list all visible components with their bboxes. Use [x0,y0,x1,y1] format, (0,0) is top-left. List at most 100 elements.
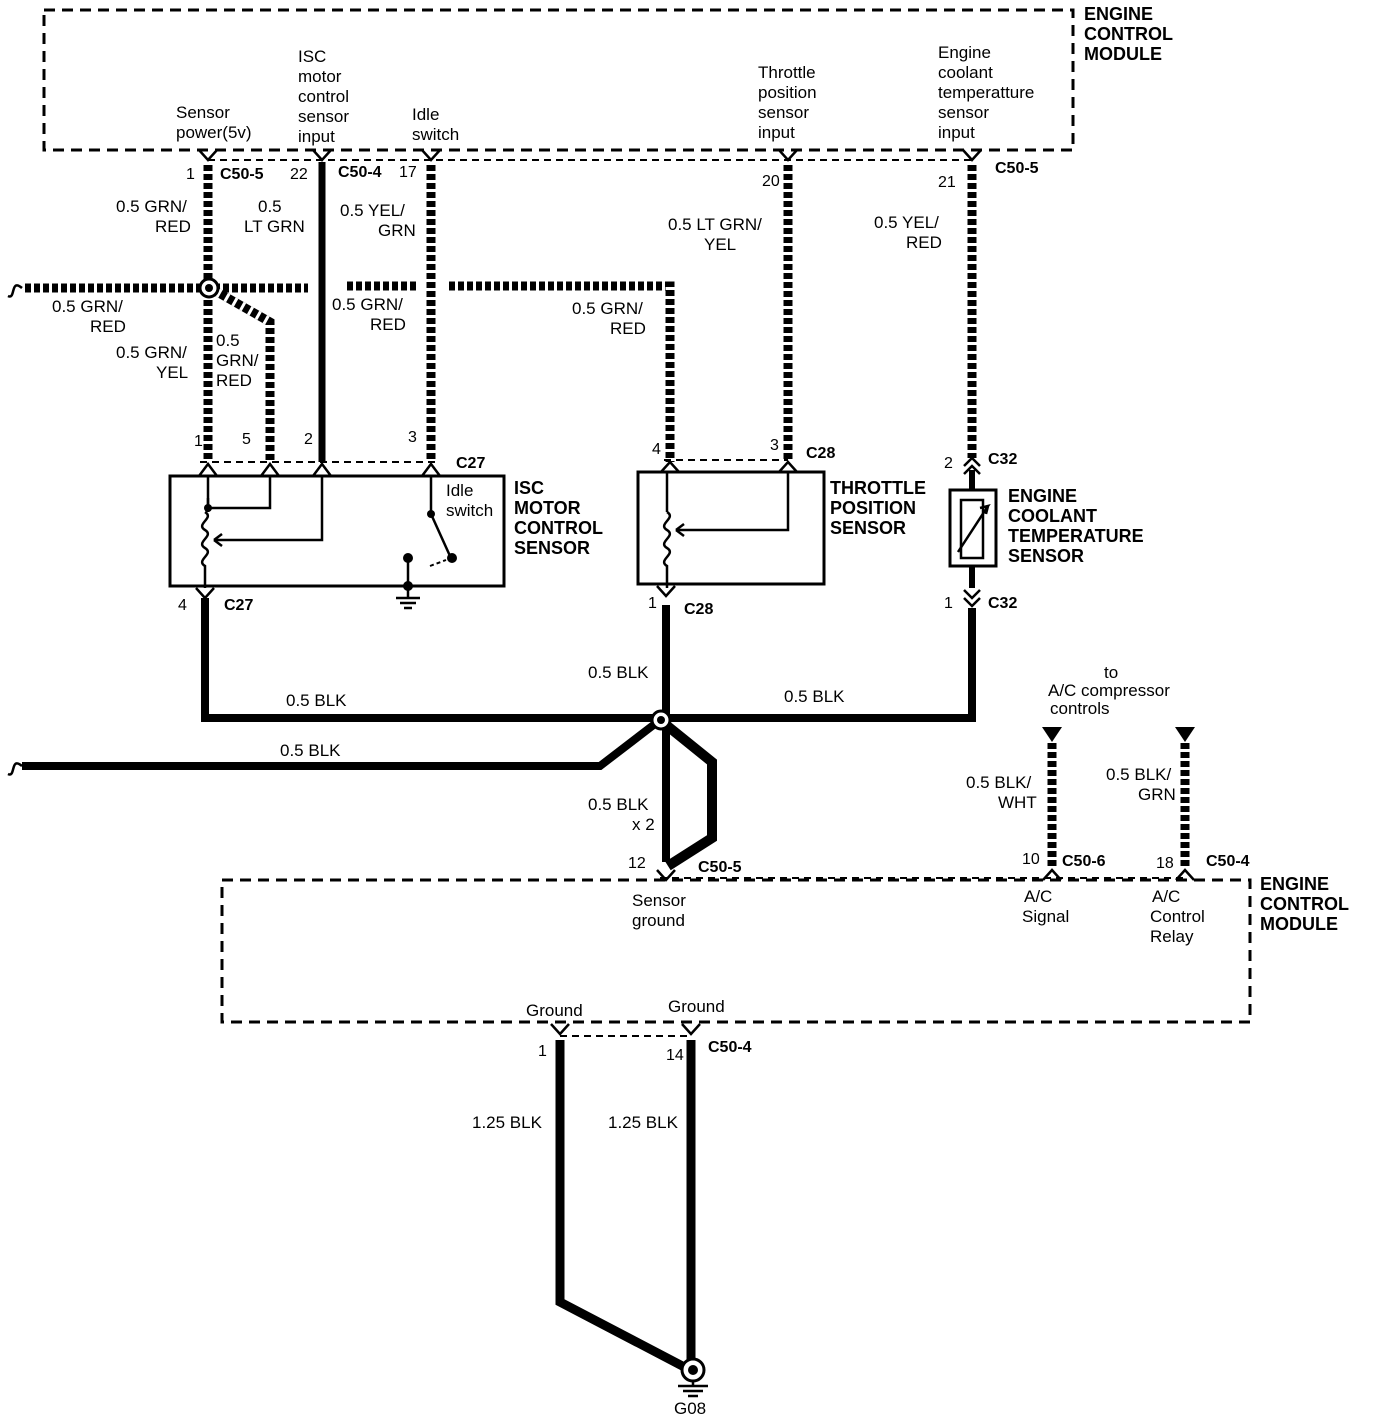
pin-number: 4 [178,597,187,614]
wire-label: 0.5 LT GRN/ [668,215,762,234]
pin-label: control [298,87,349,106]
wire-label: RED [155,217,191,236]
pin-number: 10 [1022,851,1040,868]
ecm-top-title-2: CONTROL [1084,24,1173,44]
ac-note: A/C compressor [1048,681,1170,700]
ground-label: G08 [674,1399,706,1418]
isc-sensor-body [168,474,506,588]
connector-id: C50-5 [995,160,1039,177]
pin-label: Engine [938,43,991,62]
wire-label: YEL [704,235,736,254]
tps-name: POSITION [830,498,916,518]
ecm-bottom: ENGINE CONTROL MODULE 12 C50-5 Sensor gr… [220,851,1349,1064]
connector-id: C50-6 [1062,853,1106,870]
wire-label: 0.5 YEL/ [874,213,939,232]
wire-label: 0.5 GRN/ [116,197,187,216]
wire-label: 0.5 [216,331,240,350]
ac-note: controls [1050,699,1110,718]
pin-label: power(5v) [176,123,252,142]
tps-name: SENSOR [830,518,906,538]
ecm-top: ENGINE CONTROL MODULE Sensor power(5v) I… [42,4,1173,191]
wire-label: 0.5 [258,197,282,216]
wire-label: 0.5 BLK [588,663,649,682]
pin-label: ground [632,911,685,930]
pin-label: position [758,83,817,102]
connector-id: C32 [988,451,1017,468]
pin-number: 1 [648,595,657,612]
pin-label: input [758,123,795,142]
pin-label: temperatture [938,83,1034,102]
ect-name: TEMPERATURE [1008,526,1144,546]
wire-label: 0.5 BLK [286,691,347,710]
wire-label: RED [370,315,406,334]
isc-name: SENSOR [514,538,590,558]
pin-label: switch [412,125,459,144]
wire-label: 1.25 BLK [608,1113,679,1132]
switch-label: switch [446,501,493,520]
pin-label: Signal [1022,907,1069,926]
connector-id: C28 [806,445,835,462]
wire-label: 0.5 BLK/ [966,773,1031,792]
wire-label: 0.5 GRN/ [116,343,187,362]
connector-id: C50-5 [698,859,742,876]
pin-label: motor [298,67,342,86]
wire-label: WHT [998,793,1037,812]
wire-label: 0.5 BLK/ [1106,765,1171,784]
pin-number: 20 [762,173,780,190]
pin-number: 2 [944,455,953,472]
wire-label: RED [216,371,252,390]
wire-label: GRN/ [216,351,259,370]
ect-name: ENGINE [1008,486,1077,506]
pin-label: coolant [938,63,993,82]
wire-label: 0.5 GRN/ [572,299,643,318]
ecm-bottom-title-2: CONTROL [1260,894,1349,914]
wire-label: YEL [156,363,188,382]
connector-id: C50-4 [708,1039,752,1056]
wire-label: LT GRN [244,217,305,236]
connector-id: C50-4 [338,164,382,181]
pin-label: sensor [938,103,989,122]
pin-number: 1 [186,166,195,183]
connector-id: C32 [988,595,1017,612]
ect-name: SENSOR [1008,546,1084,566]
pin-label: input [938,123,975,142]
pin-number: 2 [304,431,313,448]
connector-id: C27 [456,455,485,472]
wire-label: x 2 [632,815,655,834]
pin-label: Control [1150,907,1205,926]
wires [7,162,1195,1374]
wire-label: 0.5 BLK [280,741,341,760]
pin-label: A/C [1152,887,1180,906]
pin-number: 5 [242,431,251,448]
pin-number: 18 [1156,855,1174,872]
pin-label: Throttle [758,63,816,82]
ect-name: COOLANT [1008,506,1097,526]
connector-id: C50-5 [220,166,264,183]
tps-name: THROTTLE [830,478,926,498]
connector-id: C27 [224,597,253,614]
pin-number: 12 [628,855,646,872]
pin-label: sensor [758,103,809,122]
pin-label: Idle [412,105,439,124]
pin-label: Sensor [176,103,230,122]
wire-label: GRN [378,221,416,240]
pin-number: 21 [938,174,956,191]
isc-name: ISC [514,478,544,498]
wire-label: 0.5 YEL/ [340,201,405,220]
pin-label: Ground [668,997,725,1016]
wire-label: RED [906,233,942,252]
pin-label: A/C [1024,887,1052,906]
wire-label: 0.5 GRN/ [332,295,403,314]
pin-number: 1 [944,595,953,612]
pin-label: input [298,127,335,146]
pin-label: Sensor [632,891,686,910]
wire-label: 0.5 GRN/ [52,297,123,316]
ground-g08: G08 [674,1357,708,1418]
pin-number: 3 [408,429,417,446]
switch-label: Idle [446,481,473,500]
engine-coolant-temperature-sensor: ENGINE COOLANT TEMPERATURE SENSOR C32 C3… [944,451,1144,612]
connector-id: C28 [684,601,713,618]
isc-motor-control-sensor: ISC MOTOR CONTROL SENSOR C27 C27 Idle sw… [168,429,603,614]
wire-label: GRN [1138,785,1176,804]
